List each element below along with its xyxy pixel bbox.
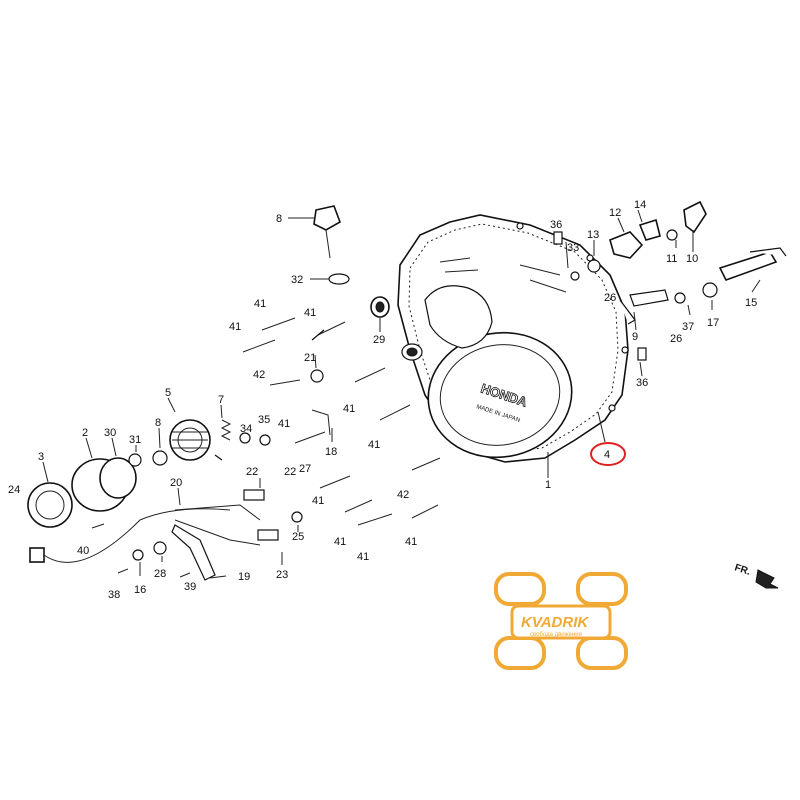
callout-30: 30 bbox=[104, 427, 116, 439]
callout-26-upper: 26 bbox=[604, 292, 616, 304]
callout-36-upper: 36 bbox=[550, 219, 562, 231]
callout-12: 12 bbox=[609, 207, 621, 219]
callout-29: 29 bbox=[373, 334, 385, 346]
callout-38: 38 bbox=[108, 589, 120, 601]
callout-23: 23 bbox=[276, 569, 288, 581]
callout-19: 19 bbox=[238, 571, 250, 583]
highlight-ring bbox=[590, 442, 626, 466]
callout-41-c: 41 bbox=[304, 307, 316, 319]
callout-labels: 1 2 3 4 5 7 8 8 9 10 11 12 13 14 15 16 1… bbox=[8, 199, 757, 601]
callout-40: 40 bbox=[77, 545, 89, 557]
direction-label: FR. bbox=[733, 562, 752, 578]
callout-27: 27 bbox=[299, 463, 311, 475]
callout-25: 25 bbox=[292, 531, 304, 543]
callout-14: 14 bbox=[634, 199, 646, 211]
leader-lines bbox=[42, 209, 761, 579]
callout-32: 32 bbox=[291, 274, 303, 286]
callout-33: 33 bbox=[567, 242, 579, 254]
callout-9: 9 bbox=[632, 331, 638, 343]
callout-10: 10 bbox=[686, 253, 698, 265]
watermark-logo: KVADRIK свобода движения bbox=[494, 572, 628, 670]
callout-5: 5 bbox=[165, 387, 171, 399]
callout-28: 28 bbox=[154, 568, 166, 580]
callout-41-e: 41 bbox=[368, 439, 380, 451]
callout-15: 15 bbox=[745, 297, 757, 309]
watermark-brand: KVADRIK bbox=[521, 614, 589, 631]
logo-tires bbox=[494, 572, 628, 670]
small-parts bbox=[27, 200, 787, 589]
callout-41-f: 41 bbox=[278, 418, 290, 430]
watermark-tagline: свобода движения bbox=[530, 632, 582, 638]
callout-21: 21 bbox=[304, 352, 316, 364]
callout-41-i: 41 bbox=[357, 551, 369, 563]
callout-34: 34 bbox=[240, 423, 252, 435]
callout-36-lower: 36 bbox=[636, 377, 648, 389]
callout-16: 16 bbox=[134, 584, 146, 596]
callout-7: 7 bbox=[218, 394, 224, 406]
callout-17: 17 bbox=[707, 317, 719, 329]
callout-26-lower: 26 bbox=[670, 333, 682, 345]
callout-3: 3 bbox=[38, 451, 44, 463]
callout-20: 20 bbox=[170, 477, 182, 489]
callout-41-d: 41 bbox=[343, 403, 355, 415]
callout-42-a: 42 bbox=[253, 369, 265, 381]
callout-2: 2 bbox=[82, 427, 88, 439]
callout-39: 39 bbox=[184, 581, 196, 593]
callout-24: 24 bbox=[8, 484, 20, 496]
callout-13: 13 bbox=[587, 229, 599, 241]
callout-42-b: 42 bbox=[397, 489, 409, 501]
callout-11: 11 bbox=[666, 253, 677, 265]
callout-1: 1 bbox=[545, 479, 551, 491]
callout-18: 18 bbox=[325, 446, 337, 458]
callout-41-j: 41 bbox=[405, 536, 417, 548]
callout-4: 4 bbox=[604, 449, 610, 461]
callout-35: 35 bbox=[258, 414, 270, 426]
callout-8-cap: 8 bbox=[276, 213, 282, 225]
callout-37: 37 bbox=[682, 321, 694, 333]
callout-41-b: 41 bbox=[229, 321, 241, 333]
callout-41-a: 41 bbox=[254, 298, 266, 310]
callout-22-right: 22 bbox=[284, 466, 296, 478]
callout-41-h: 41 bbox=[334, 536, 346, 548]
callout-8-filter: 8 bbox=[155, 417, 161, 429]
callout-31: 31 bbox=[129, 434, 141, 446]
callout-22-left: 22 bbox=[246, 466, 258, 478]
callout-41-g: 41 bbox=[312, 495, 324, 507]
